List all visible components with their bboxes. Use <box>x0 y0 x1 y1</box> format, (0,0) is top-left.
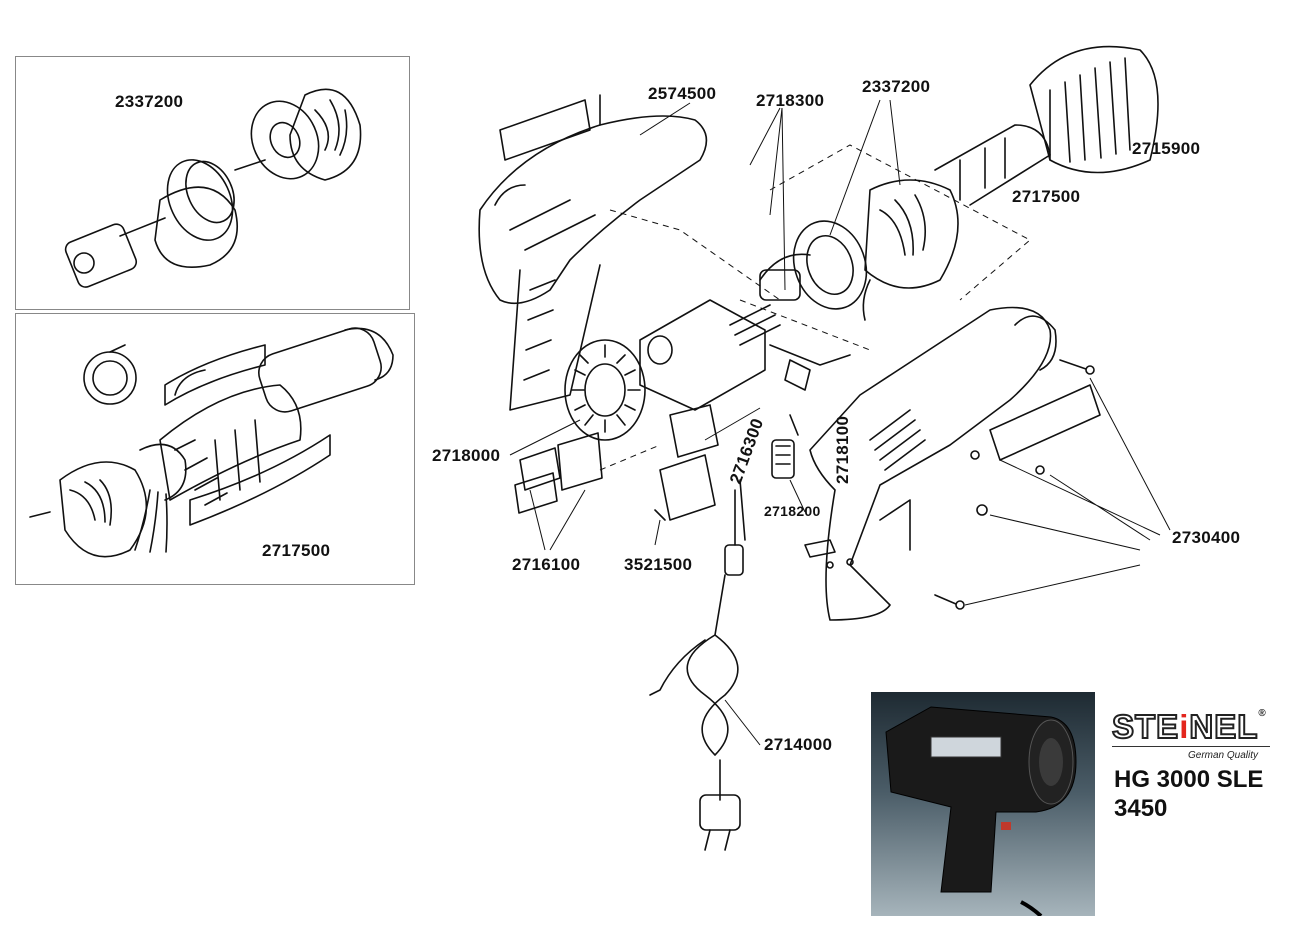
model-name: HG 3000 SLE <box>1114 766 1264 793</box>
part-label-2718300: 2718300 <box>756 91 825 110</box>
product-photo <box>871 692 1095 918</box>
part-label-2714000: 2714000 <box>764 735 833 754</box>
part-label-2718200: 2718200 <box>764 503 821 519</box>
housing-right-half <box>809 306 1101 621</box>
inset2-part-label: 2717500 <box>262 541 331 560</box>
inset1-part-label: 2337200 <box>115 92 184 111</box>
switch-covers <box>514 432 603 514</box>
leader-lines <box>509 99 1171 746</box>
part-label-2730400: 2730400 <box>1172 528 1241 547</box>
part-label-2574500: 2574500 <box>648 84 717 103</box>
dashed-assembly-lines <box>599 144 1031 471</box>
brand-tagline: German Quality <box>1188 750 1259 761</box>
part-label-2716100: 2716100 <box>512 555 581 574</box>
control-board <box>639 299 851 411</box>
heat-gun-photo-icon <box>885 706 1077 918</box>
motor-carrier <box>759 220 868 310</box>
screws <box>804 359 1095 610</box>
inset2-heater <box>29 327 394 558</box>
inset-motor-assembly <box>15 56 410 310</box>
slide-switch <box>654 404 719 521</box>
heater-tube <box>862 124 1051 321</box>
brand-rule <box>1112 746 1270 747</box>
part-label-2718000: 2718000 <box>432 446 501 465</box>
fan-wheel <box>564 339 646 441</box>
part-label-3521500: 3521500 <box>624 555 693 574</box>
part-label-2717500: 2717500 <box>1012 187 1081 206</box>
nozzle-2715900 <box>1029 45 1159 174</box>
part-label-2715900: 2715900 <box>1132 139 1201 158</box>
part-label-2718100: 2718100 <box>833 415 852 484</box>
brand-logo: STEiNEL® <box>1111 707 1267 746</box>
inset1-motor <box>64 88 362 288</box>
housing-left-half <box>478 94 708 411</box>
model-number: 3450 <box>1114 795 1168 822</box>
part-label-2337200: 2337200 <box>862 77 931 96</box>
sensor-2718200 <box>771 414 799 479</box>
power-cable <box>649 479 746 851</box>
